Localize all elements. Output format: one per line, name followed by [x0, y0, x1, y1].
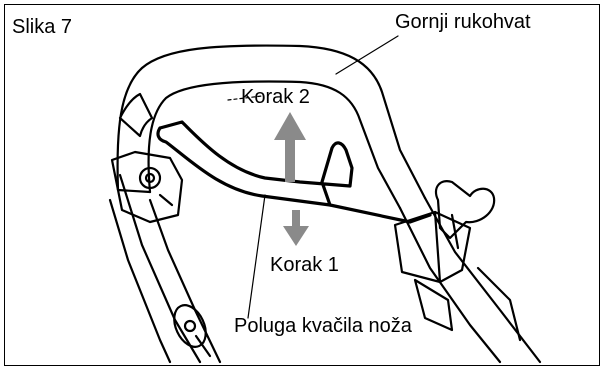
step-1-label: Korak 1 [270, 255, 339, 275]
lever-leader-line [248, 195, 265, 318]
figure-title: Slika 7 [12, 17, 72, 37]
step-1-arrow-icon [283, 210, 309, 246]
step-2-arrow-icon [274, 112, 306, 182]
upper-handle-label: Gornji rukohvat [395, 12, 531, 32]
step-2-label: Korak 2 [241, 87, 310, 107]
blade-clutch-lever-label: Poluga kvačila noža [234, 316, 412, 336]
upper-handle-bar [118, 46, 425, 198]
right-side-bar-inner [400, 208, 500, 362]
right-knob [436, 181, 494, 238]
